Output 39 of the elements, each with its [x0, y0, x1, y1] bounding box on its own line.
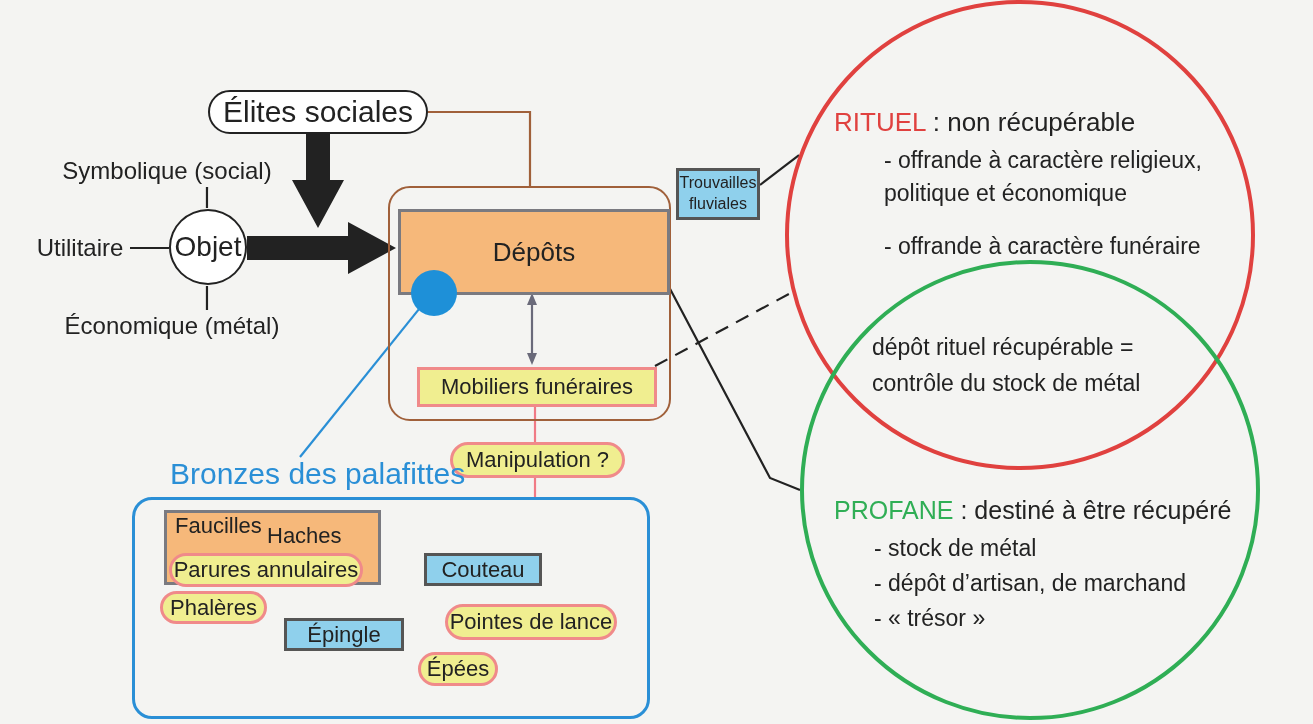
- circle-heading: RITUEL : non récupérable: [834, 106, 1136, 139]
- venn-circle: [800, 260, 1260, 720]
- connector-line: [533, 405, 537, 442]
- list-item-text: - offrande à caractère funéraire: [884, 232, 1201, 261]
- text-box: Mobiliers funéraires: [417, 367, 657, 407]
- rectangle-box: [164, 510, 381, 585]
- circle-heading: PROFANE : destiné à être récupéré: [834, 495, 1232, 526]
- overlap-text: dépôt rituel récupérable = contrôle du stock de métal: [872, 333, 1142, 398]
- block-arrow: [247, 222, 396, 274]
- connector-line: [759, 154, 800, 186]
- list-item-text: - « trésor »: [874, 604, 986, 633]
- rounded-text-box: Pointes de lance: [445, 604, 617, 640]
- text-box: Épingle: [284, 618, 404, 651]
- connector-line: [299, 308, 420, 458]
- rounded-text-box: Épées: [418, 652, 498, 686]
- list-item-text: - stock de métal: [874, 534, 1037, 563]
- text-label: Économique (métal): [52, 310, 292, 342]
- venn-circle: [785, 0, 1255, 470]
- rounded-text-box: Élites sociales: [208, 90, 428, 134]
- connector-line: [533, 478, 537, 497]
- box-text: Faucilles: [175, 513, 262, 540]
- container-frame: [388, 186, 671, 421]
- arrow: [527, 293, 537, 365]
- box-text: Haches: [267, 523, 342, 550]
- connector-line: [205, 286, 209, 310]
- rounded-text-box: Parures annulaires: [169, 553, 363, 587]
- block-arrow: [292, 134, 344, 228]
- text-label: Utilitaire: [30, 232, 130, 264]
- list-item-text: - dépôt d’artisan, de marchand: [874, 569, 1186, 598]
- circle-node: Objet: [169, 209, 247, 285]
- connector-line: [428, 110, 532, 186]
- list-item-text: - offrande à caractère religieux, politique et économique: [884, 146, 1203, 209]
- rectangle-box: Dépôts: [398, 209, 670, 295]
- text-label: Symbolique (social): [52, 155, 282, 187]
- text-box: Couteau: [424, 553, 542, 586]
- connector-line: [205, 187, 209, 208]
- rounded-text-box: Phalères: [160, 591, 267, 624]
- text-box: Trouvailles fluviales: [676, 168, 760, 220]
- connector-line: [130, 246, 169, 250]
